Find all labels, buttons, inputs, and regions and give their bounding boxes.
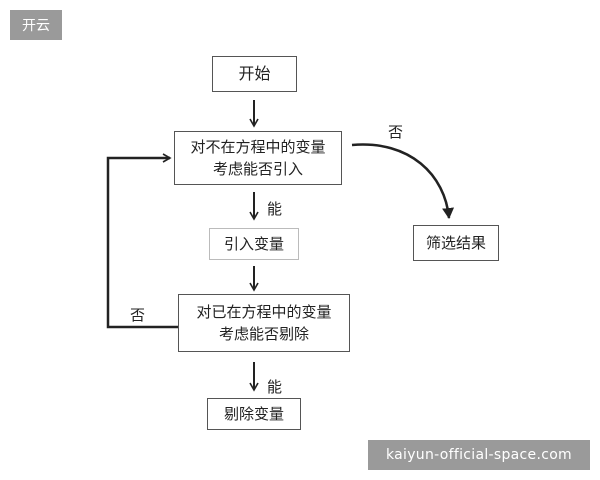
decide-remove-line1: 对已在方程中的变量 bbox=[196, 303, 332, 321]
edge-label-no-loop: 否 bbox=[130, 306, 146, 324]
edge-label-yes-introduce: 能 bbox=[267, 200, 283, 218]
edge-label-no-right: 否 bbox=[388, 123, 404, 141]
remove-label: 剔除变量 bbox=[223, 405, 284, 423]
introduce-node: 引入变量 bbox=[209, 228, 299, 260]
brand-text: 开云 bbox=[22, 18, 50, 34]
remove-node: 剔除变量 bbox=[207, 398, 301, 430]
decide-remove-node: 对已在方程中的变量 考虑能否剔除 bbox=[178, 294, 350, 352]
watermark-badge: kaiyun-official-space.com bbox=[368, 440, 590, 470]
edge-label-yes-remove: 能 bbox=[267, 378, 283, 396]
start-node: 开始 bbox=[212, 56, 297, 92]
decide-introduce-line1: 对不在方程中的变量 bbox=[190, 138, 326, 156]
decide-remove-line2: 考虑能否剔除 bbox=[218, 325, 309, 343]
arrow-decide-to-filter bbox=[351, 143, 455, 219]
decide-introduce-node: 对不在方程中的变量 考虑能否引入 bbox=[174, 131, 342, 185]
filter-label: 筛选结果 bbox=[425, 234, 486, 252]
start-label: 开始 bbox=[238, 64, 271, 83]
decide-introduce-line2: 考虑能否引入 bbox=[212, 160, 303, 178]
arrow-loop-back bbox=[106, 153, 178, 329]
introduce-label: 引入变量 bbox=[223, 235, 284, 253]
watermark-text: kaiyun-official-space.com bbox=[385, 447, 572, 463]
brand-badge: 开云 bbox=[10, 10, 62, 40]
filter-result-node: 筛选结果 bbox=[413, 225, 499, 261]
